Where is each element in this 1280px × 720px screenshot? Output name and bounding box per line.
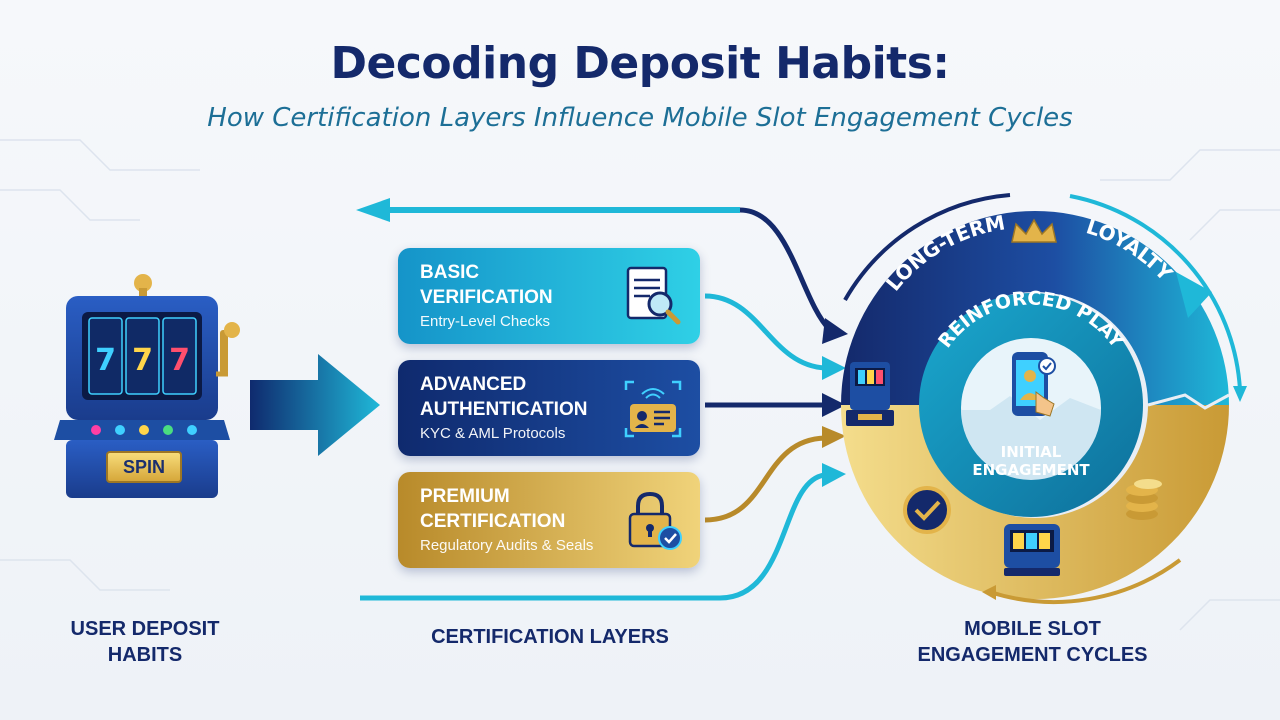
card-advanced-authentication[interactable]: ADVANCED AUTHENTICATION KYC & AML Protoc… [398,360,700,456]
circuit-background [0,139,1280,631]
label-mobile-slot-engagement: MOBILE SLOT ENGAGEMENT CYCLES [917,618,1148,666]
page-subtitle: How Certification Layers Influence Mobil… [207,103,1073,133]
page-title: Decoding Deposit Habits: [330,38,950,89]
bottom-slot-icon [1004,524,1060,576]
connector-arrow-heads [822,318,848,487]
spin-button[interactable]: SPIN [106,451,182,483]
card-premium-certification[interactable]: PREMIUM CERTIFICATION Regulatory Audits … [398,472,700,568]
phone-tap-icon [1012,352,1056,417]
return-arrow-head [356,198,390,222]
card-sub: Entry-Level Checks [420,313,551,330]
coin-stack-icon [1126,479,1162,520]
card-sub: Regulatory Audits & Seals [420,537,594,554]
reel-1: 7 [95,343,116,378]
card-heading: ADVANCED AUTHENTICATION [420,374,588,420]
crown-icon [1011,218,1057,243]
label-user-deposit-habits: USER DEPOSIT HABITS [70,618,220,666]
card-heading: BASIC VERIFICATION [420,262,553,308]
reel-2: 7 [132,343,153,378]
reel-3: 7 [169,343,190,378]
center-label-line1: INITIAL [1001,443,1062,461]
check-badge-icon [903,486,951,534]
card-heading: PREMIUM CERTIFICATION [420,486,566,532]
document-magnifier-icon [626,266,681,325]
label-certification-layers: CERTIFICATION LAYERS [431,626,669,648]
big-right-arrow [250,354,380,456]
padlock-check-icon [628,491,682,550]
center-label-line2: ENGAGEMENT [972,461,1090,479]
card-sub: KYC & AML Protocols [420,425,566,442]
mini-slot-machine-icon [846,362,894,426]
card-basic-verification[interactable]: BASIC VERIFICATION Entry-Level Checks [398,248,700,344]
fingerprint-id-card-icon [624,380,682,438]
